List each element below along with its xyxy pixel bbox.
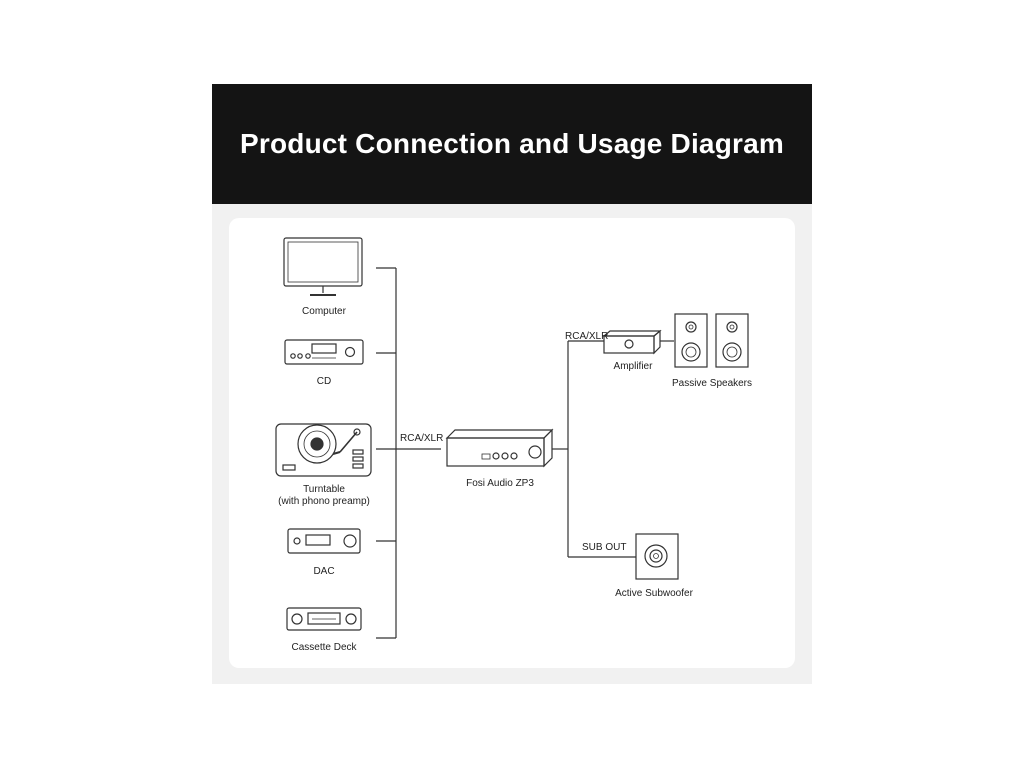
turntable-sublabel: (with phono preamp): [278, 496, 370, 507]
passive-speakers-label: Passive Speakers: [671, 378, 753, 389]
dac-label: DAC: [313, 566, 335, 577]
connection-lines: [376, 267, 674, 639]
dac-icon: [287, 528, 361, 554]
computer-icon: [283, 237, 363, 296]
cd-label: CD: [316, 376, 332, 387]
fosi-zp3-icon: [445, 428, 554, 468]
subwoofer-icon: [635, 533, 679, 580]
computer-label: Computer: [302, 306, 346, 317]
amp-connection-label: RCA/XLR: [565, 331, 609, 342]
cassette-deck-label: Cassette Deck: [291, 642, 357, 653]
turntable-icon: [275, 423, 372, 477]
amplifier-icon: [602, 329, 662, 355]
subwoofer-label: Active Subwoofer: [615, 588, 693, 599]
sub-connection-label: SUB OUT: [582, 542, 627, 553]
cassette-deck-icon: [286, 607, 362, 631]
passive-speakers-icon: [674, 313, 749, 368]
hub-label: Fosi Audio ZP3: [466, 478, 534, 489]
header-banner: Product Connection and Usage Diagram: [212, 84, 812, 204]
turntable-label: Turntable: [303, 484, 345, 495]
hub-input-connection-label: RCA/XLR: [400, 433, 444, 444]
amplifier-label: Amplifier: [613, 361, 653, 372]
page-title: Product Connection and Usage Diagram: [240, 128, 784, 159]
cd-player-icon: [284, 339, 364, 365]
